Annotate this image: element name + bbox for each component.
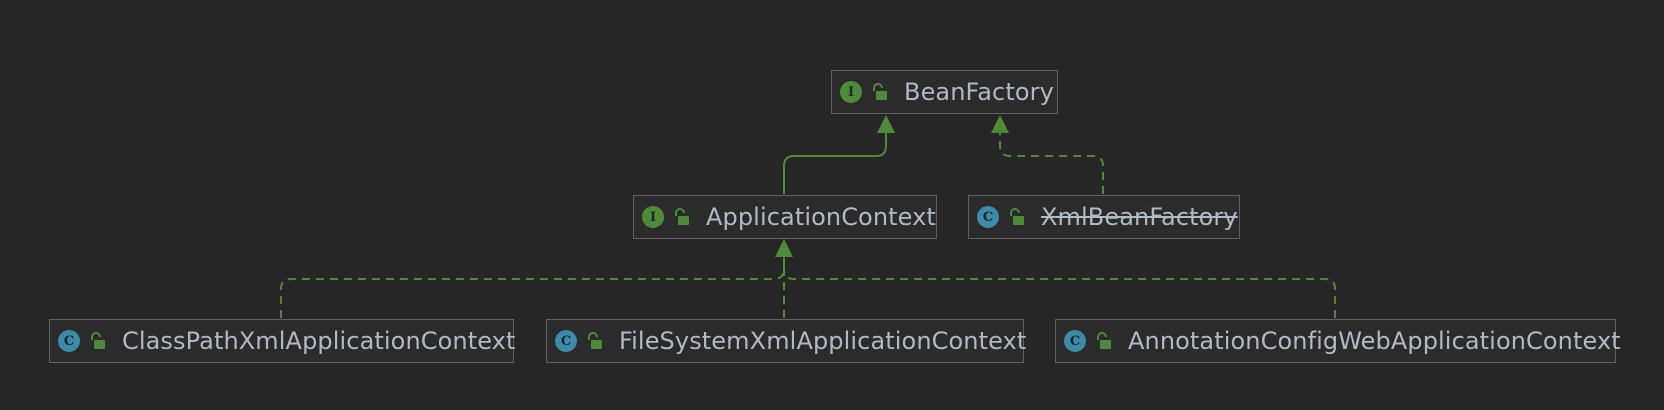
interface-icon: I xyxy=(642,206,664,228)
edge-xmlbeanfactory-to-beanfactory xyxy=(999,133,1104,194)
unlocked-icon xyxy=(873,83,887,100)
unlocked-icon xyxy=(91,332,105,349)
arrowhead-beanfactory-left xyxy=(877,115,895,133)
node-label: XmlBeanFactory xyxy=(1041,203,1238,231)
class-icon: C xyxy=(977,206,999,228)
edge-classpath-to-applicationcontext xyxy=(280,257,785,318)
arrowhead-applicationcontext xyxy=(775,239,793,257)
node-filesystemxmlapplicationcontext[interactable]: C FileSystemXmlApplicationContext xyxy=(546,319,1027,363)
class-icon: C xyxy=(58,330,80,352)
class-icon: C xyxy=(555,330,577,352)
edge-annotationconfig-to-applicationcontext xyxy=(783,257,1336,318)
arrowhead-beanfactory-right xyxy=(991,115,1009,133)
unlocked-icon xyxy=(1010,208,1024,225)
node-classpathxmlapplicationcontext[interactable]: C ClassPathXmlApplicationContext xyxy=(49,319,516,363)
node-annotationconfigwebapplicationcontext[interactable]: C AnnotationConfigWebApplicationContext xyxy=(1055,319,1621,363)
unlocked-icon xyxy=(675,208,689,225)
interface-icon: I xyxy=(840,81,862,103)
node-label: AnnotationConfigWebApplicationContext xyxy=(1128,327,1621,355)
node-applicationcontext[interactable]: I ApplicationContext xyxy=(633,195,937,239)
edge-applicationcontext-to-beanfactory xyxy=(783,133,887,194)
node-label: ApplicationContext xyxy=(706,203,936,231)
node-label: BeanFactory xyxy=(904,78,1054,106)
class-icon: C xyxy=(1064,330,1086,352)
unlocked-icon xyxy=(1097,332,1111,349)
node-beanfactory[interactable]: I BeanFactory xyxy=(831,70,1058,114)
unlocked-icon xyxy=(588,332,602,349)
node-label: FileSystemXmlApplicationContext xyxy=(619,327,1027,355)
node-label: ClassPathXmlApplicationContext xyxy=(122,327,516,355)
node-xmlbeanfactory[interactable]: C XmlBeanFactory xyxy=(968,195,1240,239)
